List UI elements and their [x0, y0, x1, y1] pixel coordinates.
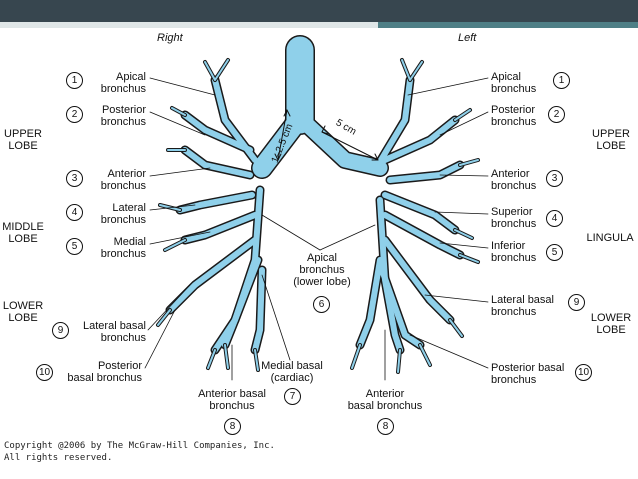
segment-number: 9 — [52, 322, 69, 339]
left-header: Left — [458, 32, 477, 44]
segment-number: 6 — [313, 296, 330, 313]
segment-number: 7 — [284, 388, 301, 405]
lingula-label: LINGULA — [586, 232, 634, 244]
segment-number: 1 — [553, 72, 570, 89]
segment-number: 3 — [66, 170, 83, 187]
segment-number: 10 — [36, 364, 53, 381]
segment-number: 9 — [568, 294, 585, 311]
slide-accent-bar-light — [0, 22, 378, 28]
medial-basal-label: Medial basal(cardiac) — [261, 360, 323, 384]
segment-number: 3 — [546, 170, 563, 187]
segment-number: 1 — [66, 72, 83, 89]
segment-number: 8 — [224, 418, 241, 435]
slide-top-bar — [0, 0, 638, 22]
segment-number: 2 — [548, 106, 565, 123]
segment-number: 4 — [546, 210, 563, 227]
leader-lines — [144, 77, 489, 381]
segment-number: 5 — [66, 238, 83, 255]
copyright-notice: Copyright @2006 by The McGraw-Hill Compa… — [4, 441, 275, 463]
measurement-arrows — [274, 109, 379, 161]
segment-number: 4 — [66, 204, 83, 221]
segment-number: 5 — [546, 244, 563, 261]
segment-number: 10 — [575, 364, 592, 381]
segment-number: 8 — [377, 418, 394, 435]
segment-number: 2 — [66, 106, 83, 123]
right-header: Right — [157, 32, 183, 44]
